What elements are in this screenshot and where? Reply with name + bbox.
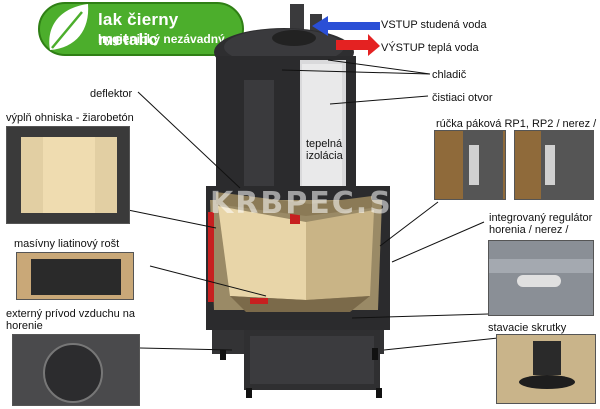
photo-feet — [496, 334, 596, 404]
photo-grate — [16, 252, 134, 300]
photo-handle-2 — [514, 130, 594, 200]
label-insulation: tepelná izolácia — [306, 138, 343, 162]
fireplace-illustration — [206, 4, 390, 398]
leaf-icon — [49, 4, 89, 50]
badge-subtitle: hygienický nezávadný — [98, 32, 225, 46]
label-handle: rúčka páková RP1, RP2 / nerez / — [436, 118, 597, 130]
badge-title: lak čierny metalic — [98, 10, 179, 49]
label-deflector: deflektor — [90, 88, 133, 100]
photo-handle-1 — [434, 130, 506, 200]
photo-regulator — [488, 240, 594, 316]
photo-air-supply — [12, 334, 140, 406]
inlet-pipe — [290, 4, 304, 36]
label-lining: výplň ohniska - žiarobetón — [6, 112, 134, 124]
photo-lining — [6, 126, 130, 224]
label-grate: masívny liatinový rošt — [14, 238, 120, 250]
label-regulator: integrovaný regulátor horenia / nerez / — [489, 212, 593, 236]
coating-badge: lak čierny metalic hygienický nezávadný — [38, 2, 244, 56]
water-arrows — [312, 16, 380, 56]
cold-arrow-icon — [312, 16, 380, 36]
label-cleaning-hole: čistiaci otvor — [432, 92, 493, 104]
hot-arrow-icon — [336, 34, 380, 56]
label-cooler: chladič — [432, 69, 467, 81]
label-feet: stavacie skrutky — [488, 322, 567, 334]
label-air-supply: externý prívod vzduchu na horenie — [6, 308, 136, 332]
watermark: KRBPEC.SK — [210, 186, 418, 221]
label-cold-water: VSTUP studená voda — [381, 19, 487, 31]
label-hot-water: VÝSTUP teplá voda — [381, 42, 479, 54]
